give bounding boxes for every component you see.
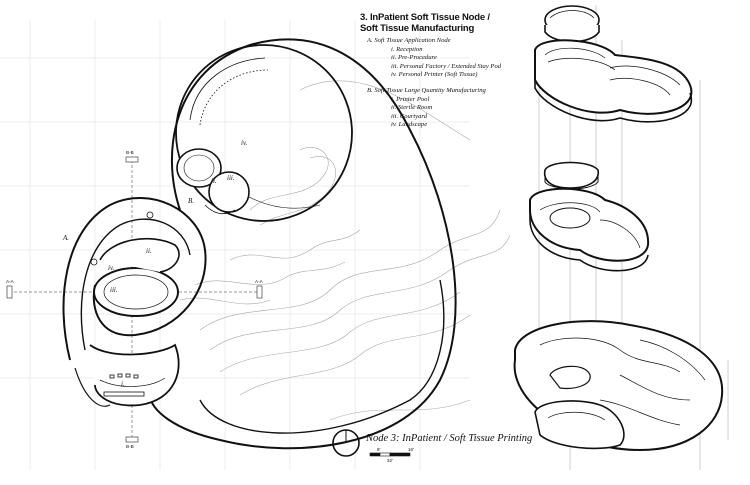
- legend-a-item-1: i. Reception: [391, 45, 423, 53]
- legend-block: 3. InPatient Soft Tissue Node / Soft Tis…: [360, 12, 550, 130]
- b-iv-label: iv.: [241, 139, 248, 147]
- legend-section-a-heading: A. Soft Tissue Application Node: [367, 37, 451, 44]
- scale-label-32: 32': [387, 458, 393, 463]
- scale-bar: [369, 452, 411, 457]
- interior-details: [90, 211, 154, 397]
- scale-label-16: 16': [408, 447, 414, 452]
- section-bb-bottom: B-B: [126, 444, 134, 449]
- legend-title-line-1: 3. InPatient Soft Tissue Node /: [360, 12, 490, 23]
- section-aa-right: A-A: [255, 279, 263, 284]
- legend-b-item-2: ii. Sterile Room: [391, 104, 433, 112]
- zone-a-label: A.: [63, 234, 70, 242]
- section-bb-top: B-B: [126, 150, 134, 155]
- outer-spiral-wall: [149, 38, 457, 450]
- section-marker-boxes: [6, 156, 263, 443]
- legend-b-item-1: i. Printer Pool: [391, 95, 430, 103]
- legend-a-item-3: iii. Personal Factory / Extended Stay Po…: [391, 62, 502, 70]
- axon-top-pod: [544, 5, 600, 43]
- legend-section-b-heading: B. Soft Tissue Large Quantity Manufactur…: [367, 86, 486, 94]
- legend-title-line-2: Soft Tissue Manufacturing: [360, 23, 475, 34]
- zone-b-circle: [175, 44, 353, 222]
- section-aa-left: A-A: [6, 279, 14, 284]
- drawing-caption: Node 3: InPatient / Soft Tissue Printing: [366, 433, 533, 444]
- b-iii-label: iii.: [227, 174, 235, 182]
- a-iii-label: iii.: [110, 286, 118, 294]
- scale-label-8: 8': [377, 447, 381, 452]
- zone-b-pods: [176, 148, 250, 215]
- axon-level-3: [513, 320, 724, 452]
- a-iv-label: iv.: [108, 264, 115, 272]
- legend-b-item-4: iv. Landscape: [391, 121, 428, 129]
- axon-mid-pod: [543, 161, 599, 190]
- north-arrow: [332, 429, 360, 457]
- legend-a-item-4: iv. Personal Printer (Soft Tissue): [391, 71, 478, 79]
- a-ii-label: ii.: [146, 247, 152, 255]
- a-i-label: i.: [121, 380, 125, 388]
- axon-level-2: [529, 187, 650, 272]
- b-ii-label: ii.: [211, 177, 217, 185]
- legend-b-item-3: iii. Courtyard: [391, 112, 428, 120]
- legend-a-item-2: ii. Pre-Procedure: [391, 54, 437, 62]
- zone-b-label: B.: [188, 197, 195, 205]
- topography-contours: [179, 80, 511, 421]
- axon-level-1: [534, 39, 693, 123]
